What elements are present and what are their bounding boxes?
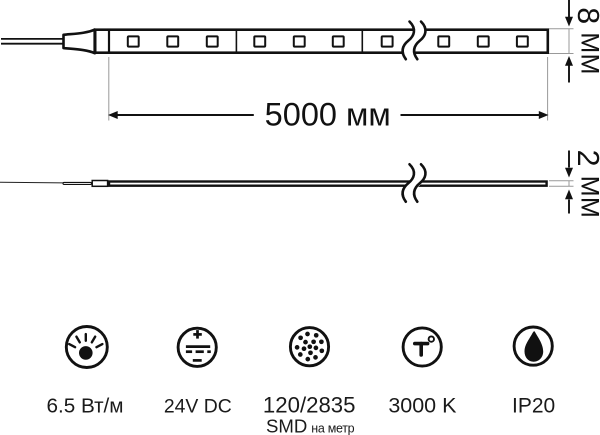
svg-text:6.5 Вт/м: 6.5 Вт/м bbox=[46, 395, 123, 418]
svg-text:IP20: IP20 bbox=[512, 395, 555, 418]
svg-text:3000 K: 3000 K bbox=[388, 394, 457, 418]
svg-text:8: 8 bbox=[571, 7, 600, 24]
svg-text:ММ: ММ bbox=[575, 176, 600, 218]
svg-text:24V DC: 24V DC bbox=[164, 396, 232, 418]
svg-text:120/2835: 120/2835 bbox=[263, 393, 356, 418]
svg-text:SMD: SMD bbox=[266, 415, 307, 435]
svg-text:2: 2 bbox=[571, 150, 600, 167]
svg-text:5000 мм: 5000 мм bbox=[265, 97, 391, 133]
svg-text:ММ: ММ bbox=[575, 32, 600, 74]
svg-text:на метр: на метр bbox=[311, 421, 354, 435]
